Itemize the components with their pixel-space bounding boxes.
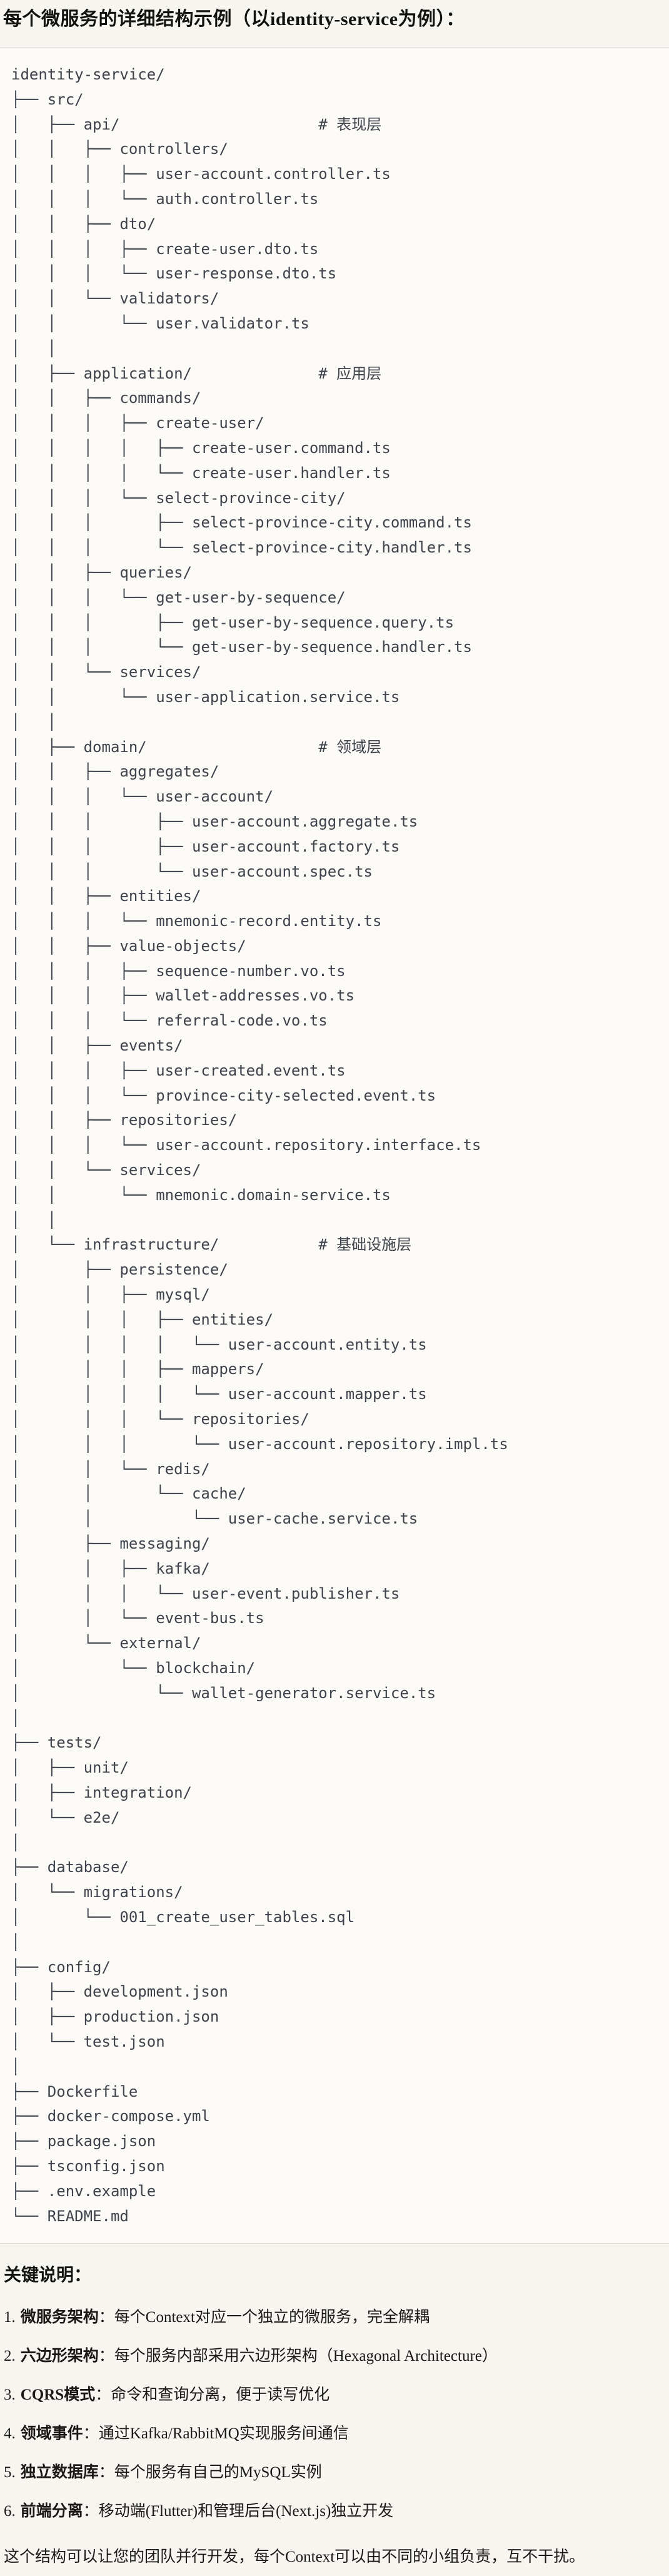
note-text: 每个Context对应一个独立的微服务，完全解耦 — [114, 2309, 430, 2326]
note-number: 2. — [4, 2348, 16, 2365]
note-text: 移动端(Flutter)和管理后台(Next.js)独立开发 — [98, 2503, 394, 2520]
note-text: 通过Kafka/RabbitMQ实现服务间通信 — [98, 2425, 349, 2443]
note-item: 6.前端分离：移动端(Flutter)和管理后台(Next.js)独立开发 — [4, 2501, 663, 2522]
note-colon: ： — [83, 2425, 99, 2443]
closing-paragraph: 这个结构可以让您的团队并行开发，每个Context可以由不同的小组负责，互不干扰… — [4, 2548, 585, 2566]
note-item: 5.独立数据库：每个服务有自己的MySQL实例 — [4, 2462, 663, 2483]
file-tree: identity-service/ ├── src/ │ ├── api/ # … — [11, 66, 508, 2225]
note-item: 2.六边形架构：每个服务内部采用六边形架构（Hexagonal Architec… — [4, 2346, 663, 2366]
note-term: CQRS模式 — [20, 2386, 96, 2404]
note-term: 六边形架构 — [20, 2348, 99, 2365]
note-item: 4.领域事件：通过Kafka/RabbitMQ实现服务间通信 — [4, 2423, 663, 2444]
note-term: 领域事件 — [20, 2425, 83, 2443]
note-colon: ： — [98, 2464, 114, 2482]
note-term: 独立数据库 — [20, 2464, 99, 2482]
note-number: 4. — [4, 2425, 16, 2443]
note-colon: ： — [95, 2386, 111, 2404]
note-number: 6. — [4, 2503, 16, 2520]
note-number: 5. — [4, 2464, 16, 2482]
page-title: 每个微服务的详细结构示例（以identity-service为例）： — [3, 9, 465, 29]
notes-heading: 关键说明： — [4, 2266, 92, 2286]
note-text: 命令和查询分离，便于读写优化 — [111, 2386, 330, 2404]
note-colon: ： — [98, 2309, 114, 2326]
note-colon: ： — [83, 2503, 99, 2520]
note-number: 1. — [4, 2309, 16, 2326]
note-colon: ： — [98, 2348, 114, 2365]
note-text: 每个服务有自己的MySQL实例 — [114, 2464, 322, 2482]
note-number: 3. — [4, 2386, 16, 2404]
note-term: 微服务架构 — [20, 2309, 99, 2326]
file-tree-code-block: identity-service/ ├── src/ │ ├── api/ # … — [0, 47, 669, 2244]
note-term: 前端分离 — [20, 2503, 83, 2520]
note-item: 3.CQRS模式：命令和查询分离，便于读写优化 — [4, 2385, 663, 2405]
note-text: 每个服务内部采用六边形架构（Hexagonal Architecture） — [114, 2348, 498, 2365]
note-item: 1.微服务架构：每个Context对应一个独立的微服务，完全解耦 — [4, 2307, 663, 2328]
